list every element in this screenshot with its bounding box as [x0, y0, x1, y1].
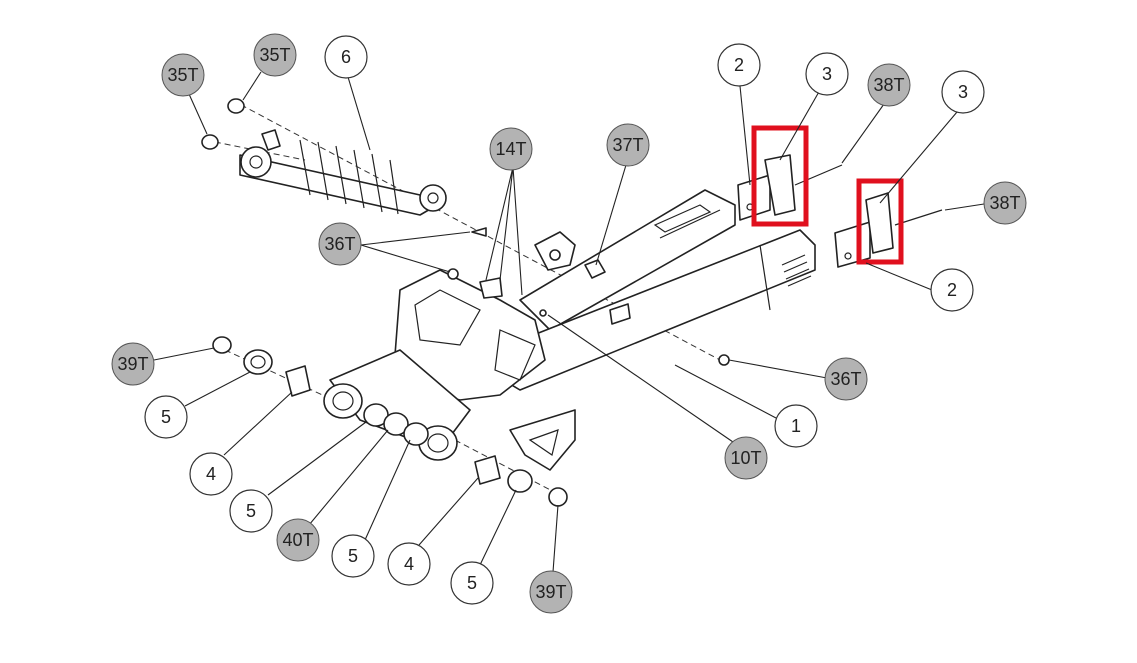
- callout-bubble: [253, 33, 297, 77]
- callout-c-36t-right: 36T: [824, 357, 868, 401]
- callout-label: 37T: [612, 135, 643, 155]
- callout-label: 39T: [535, 582, 566, 602]
- highlight-boxes: [751, 125, 904, 265]
- callout-bubble: [930, 268, 974, 312]
- callout-label: 36T: [830, 369, 861, 389]
- callout-c-36t-left: 36T: [318, 222, 362, 266]
- callout-label: 2: [734, 55, 744, 75]
- callout-c-3-left: 3: [805, 52, 849, 96]
- callout-bubble: [774, 404, 818, 448]
- callout-bubble: [805, 52, 849, 96]
- callout-bubble: [161, 53, 205, 97]
- callout-bubble: [318, 222, 362, 266]
- callout-bubble: [324, 35, 368, 79]
- callout-c-35t-left: 35T: [161, 53, 205, 97]
- callout-bubble: [717, 43, 761, 87]
- callout-c-1: 1: [774, 404, 818, 448]
- callout-label: 35T: [259, 45, 290, 65]
- callout-c-35t-top: 35T: [253, 33, 297, 77]
- callout-bubble: [983, 181, 1027, 225]
- callout-label: 5: [246, 501, 256, 521]
- callout-bubble: [824, 357, 868, 401]
- callout-c-6: 6: [324, 35, 368, 79]
- callout-label: 4: [404, 554, 414, 574]
- callout-c-5-c: 5: [331, 534, 375, 578]
- callout-label: 40T: [282, 530, 313, 550]
- callout-c-39t-left: 39T: [111, 342, 155, 386]
- callout-c-3-right: 3: [941, 70, 985, 114]
- callout-bubble: [387, 542, 431, 586]
- callout-c-38t-right: 38T: [983, 181, 1027, 225]
- callout-c-4-a: 4: [189, 452, 233, 496]
- callout-bubble: [941, 70, 985, 114]
- callout-label: 5: [348, 546, 358, 566]
- callout-label: 6: [341, 47, 351, 67]
- callout-label: 2: [947, 280, 957, 300]
- callout-bubble: [606, 123, 650, 167]
- callout-bubble: [450, 561, 494, 605]
- callout-label: 3: [822, 64, 832, 84]
- callout-c-5-b: 5: [229, 489, 273, 533]
- callout-label: 1: [791, 416, 801, 436]
- hardware: [201, 98, 943, 507]
- callout-c-10t: 10T: [724, 436, 768, 480]
- callout-bubble: [331, 534, 375, 578]
- callout-bubble: [867, 63, 911, 107]
- callout-c-37t: 37T: [606, 123, 650, 167]
- shock-absorber: [239, 129, 447, 216]
- callout-c-39t-bottom: 39T: [529, 570, 573, 614]
- callout-bubble: [144, 395, 188, 439]
- callout-c-2-bottom: 2: [930, 268, 974, 312]
- callout-bubble: [724, 436, 768, 480]
- highlight-box-left: [751, 125, 809, 227]
- callout-label: 10T: [730, 448, 761, 468]
- callout-bubble: [189, 452, 233, 496]
- callout-label: 4: [206, 464, 216, 484]
- callout-c-5-a: 5: [144, 395, 188, 439]
- callout-c-5-d: 5: [450, 561, 494, 605]
- callout-label: 36T: [324, 234, 355, 254]
- callout-label: 14T: [495, 139, 526, 159]
- highlight-box-right: [856, 178, 904, 265]
- leader-lines: [153, 71, 985, 573]
- callout-bubble: [229, 489, 273, 533]
- callout-label: 5: [467, 573, 477, 593]
- callout-label: 5: [161, 407, 171, 427]
- callout-c-38t-top: 38T: [867, 63, 911, 107]
- callout-c-14t: 14T: [489, 127, 533, 171]
- callout-label: 3: [958, 82, 968, 102]
- callout-label: 38T: [873, 75, 904, 95]
- callout-bubble: [111, 342, 155, 386]
- callout-c-40t: 40T: [276, 518, 320, 562]
- callout-c-2-top: 2: [717, 43, 761, 87]
- callout-bubble: [529, 570, 573, 614]
- callout-bubble: [489, 127, 533, 171]
- callout-label: 38T: [989, 193, 1020, 213]
- callout-bubble: [276, 518, 320, 562]
- callout-label: 39T: [117, 354, 148, 374]
- callout-label: 35T: [167, 65, 198, 85]
- swingarm: [323, 189, 816, 471]
- callout-c-4-b: 4: [387, 542, 431, 586]
